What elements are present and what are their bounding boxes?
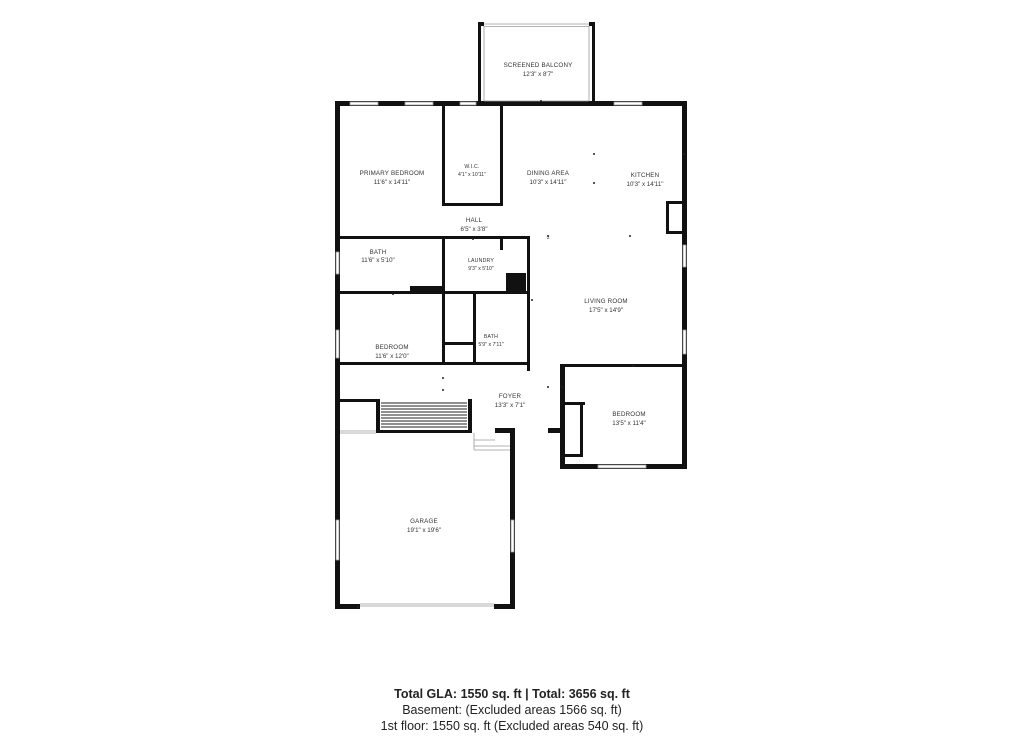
- bedroom2-dims: 13'5" x 11'4": [612, 420, 645, 427]
- primary-bedroom-name: PRIMARY BEDROOM: [360, 170, 425, 177]
- laundry-name: LAUNDRY: [468, 258, 494, 264]
- bath2-name: BATH: [484, 334, 498, 340]
- living-dims: 17'5" x 14'9": [589, 307, 623, 314]
- primary-bedroom-dims: 11'6" x 14'11": [374, 179, 410, 186]
- staircase: [340, 402, 467, 434]
- bedroom1-dims: 11'6" x 12'0": [375, 353, 408, 360]
- hall-dims: 6'5" x 3'8": [460, 226, 487, 233]
- hall-name: HALL: [466, 217, 483, 224]
- fixture-marks: [357, 100, 685, 608]
- garage-dims: 19'1" x 19'6": [407, 527, 441, 534]
- dining-dims: 10'3" x 14'11": [530, 179, 567, 186]
- screened-balcony: [478, 22, 595, 102]
- balcony-name: SCREENED BALCONY: [504, 62, 573, 69]
- bath2-dims: 5'9" x 7'11": [478, 342, 503, 348]
- fridge-label: z: [547, 235, 550, 241]
- first-floor-area: 1st floor: 1550 sq. ft (Excluded areas 5…: [380, 719, 644, 733]
- garage-name: GARAGE: [410, 518, 438, 525]
- interior-walls: [340, 106, 687, 457]
- bedroom1-name: BEDROOM: [375, 344, 408, 351]
- foyer-dims: 13'3" x 7'1": [495, 402, 526, 409]
- room-labels: SCREENED BALCONY 12'3" x 8'7" PRIMARY BE…: [360, 62, 664, 534]
- bedroom2-name: BEDROOM: [612, 411, 645, 418]
- windows: [335, 100, 687, 607]
- kitchen-dims: 10'3" x 14'11": [627, 181, 664, 188]
- kitchen-name: KITCHEN: [631, 172, 660, 179]
- bath1-name: BATH: [370, 249, 387, 256]
- laundry-dims: 9'3" x 5'10": [468, 266, 494, 272]
- bath1-dims: 11'6" x 5'10": [361, 257, 394, 264]
- basement-area: Basement: (Excluded areas 1566 sq. ft): [402, 703, 622, 717]
- foyer-name: FOYER: [499, 393, 522, 400]
- total-area: Total GLA: 1550 sq. ft | Total: 3656 sq.…: [394, 687, 630, 701]
- garage-steps: [473, 433, 510, 451]
- balcony-dims: 12'3" x 8'7": [523, 71, 554, 78]
- wic-dims: 4'1" x 10'11": [458, 172, 486, 178]
- wic-name: W.I.C.: [464, 164, 479, 170]
- area-summary: Total GLA: 1550 sq. ft | Total: 3656 sq.…: [0, 686, 1024, 734]
- dining-name: DINING AREA: [527, 170, 570, 177]
- living-name: LIVING ROOM: [584, 298, 627, 305]
